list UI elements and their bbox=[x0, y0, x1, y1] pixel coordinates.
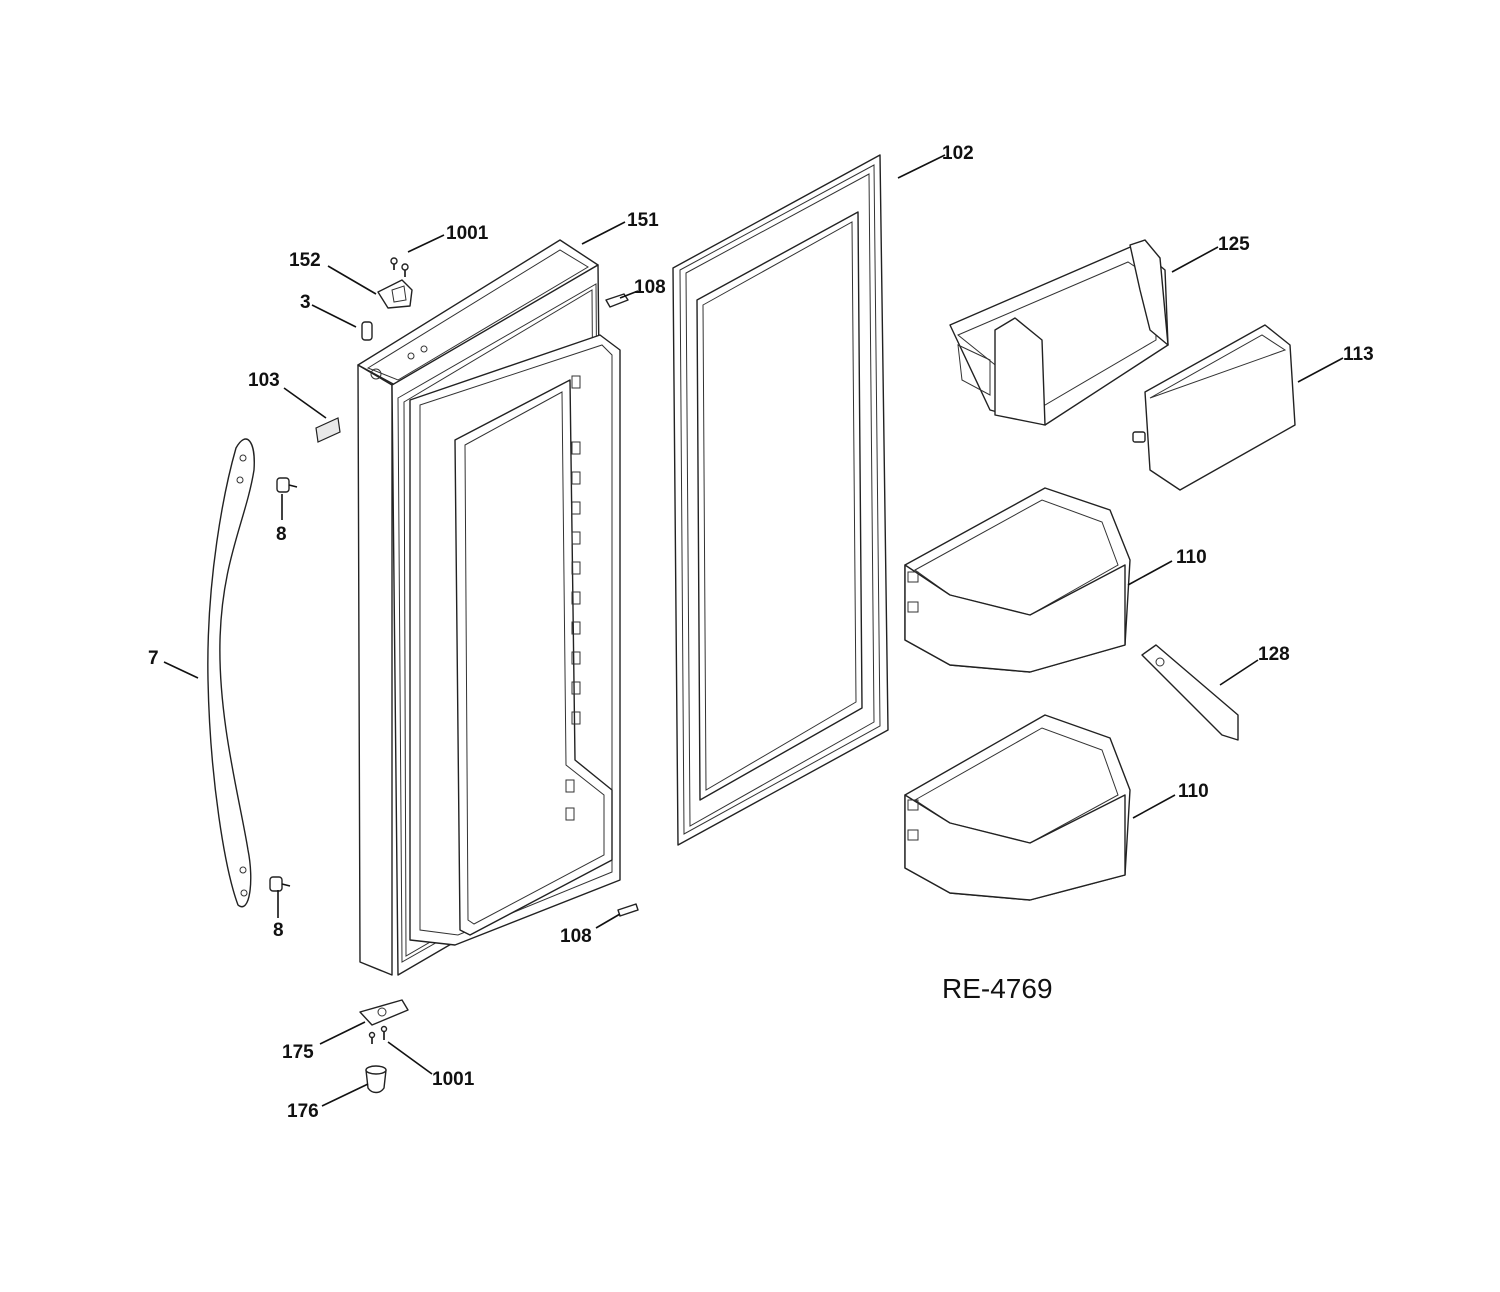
leader-lines bbox=[163, 154, 1344, 1107]
callout-175: 175 bbox=[282, 1042, 314, 1063]
callout-110-top: 110 bbox=[1176, 547, 1207, 568]
callout-108-top: 108 bbox=[634, 277, 666, 298]
label-plate bbox=[315, 417, 341, 443]
door-shelf-tabs bbox=[565, 375, 581, 821]
callout-3: 3 bbox=[300, 292, 311, 313]
door-gasket bbox=[672, 154, 889, 846]
callout-151: 151 bbox=[627, 210, 659, 231]
callout-labels: 102 151 1001 152 3 108 103 8 7 8 108 175… bbox=[148, 143, 1374, 1122]
hinge-cover bbox=[377, 279, 413, 309]
callout-113: 113 bbox=[1343, 344, 1374, 365]
callout-152: 152 bbox=[289, 250, 321, 271]
callout-8-bottom: 8 bbox=[273, 920, 284, 941]
callout-8-top: 8 bbox=[276, 524, 287, 545]
dairy-door bbox=[1132, 324, 1296, 491]
door-bin-bottom bbox=[904, 714, 1131, 901]
dairy-bin bbox=[949, 239, 1169, 426]
bushing bbox=[365, 1065, 387, 1094]
callout-128: 128 bbox=[1258, 644, 1290, 665]
door-assembly bbox=[357, 239, 621, 976]
callout-7: 7 bbox=[148, 648, 159, 669]
callout-108-bottom: 108 bbox=[560, 926, 592, 947]
screws-top bbox=[390, 257, 409, 277]
diagram-reference: RE-4769 bbox=[942, 973, 1053, 1004]
handle-screw-bottom bbox=[269, 876, 291, 892]
door-stop-bottom bbox=[617, 903, 639, 917]
callout-110-bottom: 110 bbox=[1178, 781, 1209, 802]
handle-screw-top bbox=[276, 477, 298, 493]
callout-103: 103 bbox=[248, 370, 280, 391]
bin-divider bbox=[1141, 644, 1239, 741]
callout-1001-bottom: 1001 bbox=[432, 1069, 475, 1090]
door-bin-top bbox=[904, 487, 1131, 673]
callout-176: 176 bbox=[287, 1101, 319, 1122]
screws-bottom bbox=[368, 1025, 388, 1044]
bottom-hinge-plate bbox=[359, 999, 409, 1026]
handle bbox=[207, 438, 255, 908]
callout-102: 102 bbox=[942, 143, 974, 164]
callout-125: 125 bbox=[1218, 234, 1250, 255]
callout-1001-top: 1001 bbox=[446, 223, 489, 244]
hinge-pin bbox=[361, 321, 373, 341]
